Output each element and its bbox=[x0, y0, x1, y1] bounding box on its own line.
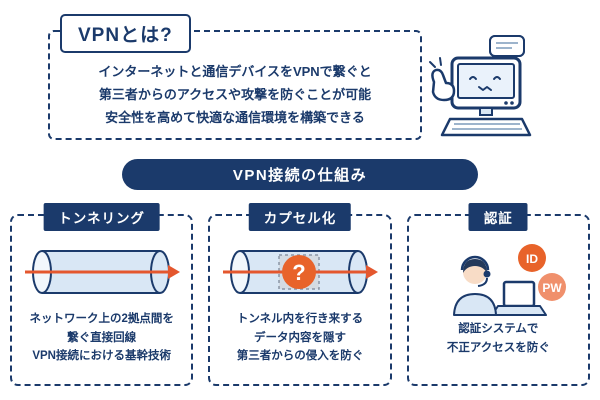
id-badge-label: ID bbox=[526, 252, 538, 266]
speech-bubble-icon bbox=[489, 35, 525, 65]
keyboard-icon bbox=[440, 117, 532, 137]
card-text-line: トンネル内を行き来する bbox=[236, 313, 364, 325]
intro-title: VPNとは? bbox=[60, 14, 191, 53]
card-text-line: ネットワーク上の2拠点間を bbox=[29, 313, 174, 325]
card-tunneling: トンネリング ネットワーク上の2拠点間を 繋ぐ直接回線 VPN接続における基幹技… bbox=[10, 203, 194, 386]
intro-line: 安全性を高めて快適な通信環境を構築できる bbox=[105, 109, 365, 125]
card-text-line: 認証システムで bbox=[458, 323, 539, 335]
card-label-authentication: 認証 bbox=[468, 203, 528, 231]
card-label-encapsulation: カプセル化 bbox=[248, 203, 352, 231]
pw-badge bbox=[538, 273, 567, 301]
authentication-person-icon: ID PW bbox=[453, 244, 567, 316]
vpn-intro-box: VPNとは? インターネットと通信デバイスをVPNで繋ぐと 第三者からのアクセス… bbox=[48, 14, 422, 140]
computer-mascot-illustration bbox=[429, 35, 532, 137]
card-text: トンネル内を行き来する データ内容を隠す 第三者からの侵入を防ぐ bbox=[237, 310, 364, 366]
card-encapsulation: カプセル化 ? トンネル内を行き来する データ内容を隠す 第三者からの侵入を防ぐ bbox=[208, 203, 392, 386]
intro-line: インターネットと通信デバイスをVPNで繋ぐと bbox=[98, 64, 372, 79]
pw-badge-label: PW bbox=[543, 281, 563, 295]
laptop-icon bbox=[491, 280, 548, 316]
card-text-line: VPN接続における基幹技術 bbox=[32, 350, 171, 363]
question-mark: ? bbox=[292, 260, 305, 285]
monitor-icon bbox=[450, 56, 522, 116]
section-banner-title: VPN接続の仕組み bbox=[232, 167, 368, 184]
pointing-hand-icon bbox=[429, 57, 456, 102]
card-text-line: 繋ぐ直接回線 bbox=[67, 331, 137, 344]
question-badge bbox=[281, 255, 316, 289]
feature-cards: トンネリング ネットワーク上の2拠点間を 繋ぐ直接回線 VPN接続における基幹技… bbox=[10, 203, 590, 386]
tunnel-cylinder-icon bbox=[24, 250, 180, 294]
intro-line: 第三者からのアクセスや攻撃を防ぐことが可能 bbox=[98, 86, 372, 102]
intro-text: インターネットと通信デバイスをVPNで繋ぐと 第三者からのアクセスや攻撃を防ぐこ… bbox=[50, 32, 420, 129]
section-banner: VPN接続の仕組み bbox=[122, 159, 478, 190]
card-text: 認証システムで 不正アクセスを防ぐ bbox=[447, 320, 550, 357]
card-text: ネットワーク上の2拠点間を 繋ぐ直接回線 VPN接続における基幹技術 bbox=[29, 310, 173, 366]
card-text-line: 第三者からの侵入を防ぐ bbox=[236, 350, 364, 363]
capsule-cylinder-icon: ? bbox=[222, 250, 378, 294]
id-badge bbox=[518, 244, 547, 272]
card-label-tunneling: トンネリング bbox=[43, 203, 161, 231]
operator-person-icon bbox=[453, 255, 498, 316]
card-authentication: 認証 ID PW 認証シス bbox=[406, 203, 590, 386]
card-text-line: 不正アクセスを防ぐ bbox=[446, 341, 550, 354]
card-text-line: データ内容を隠す bbox=[253, 331, 346, 344]
